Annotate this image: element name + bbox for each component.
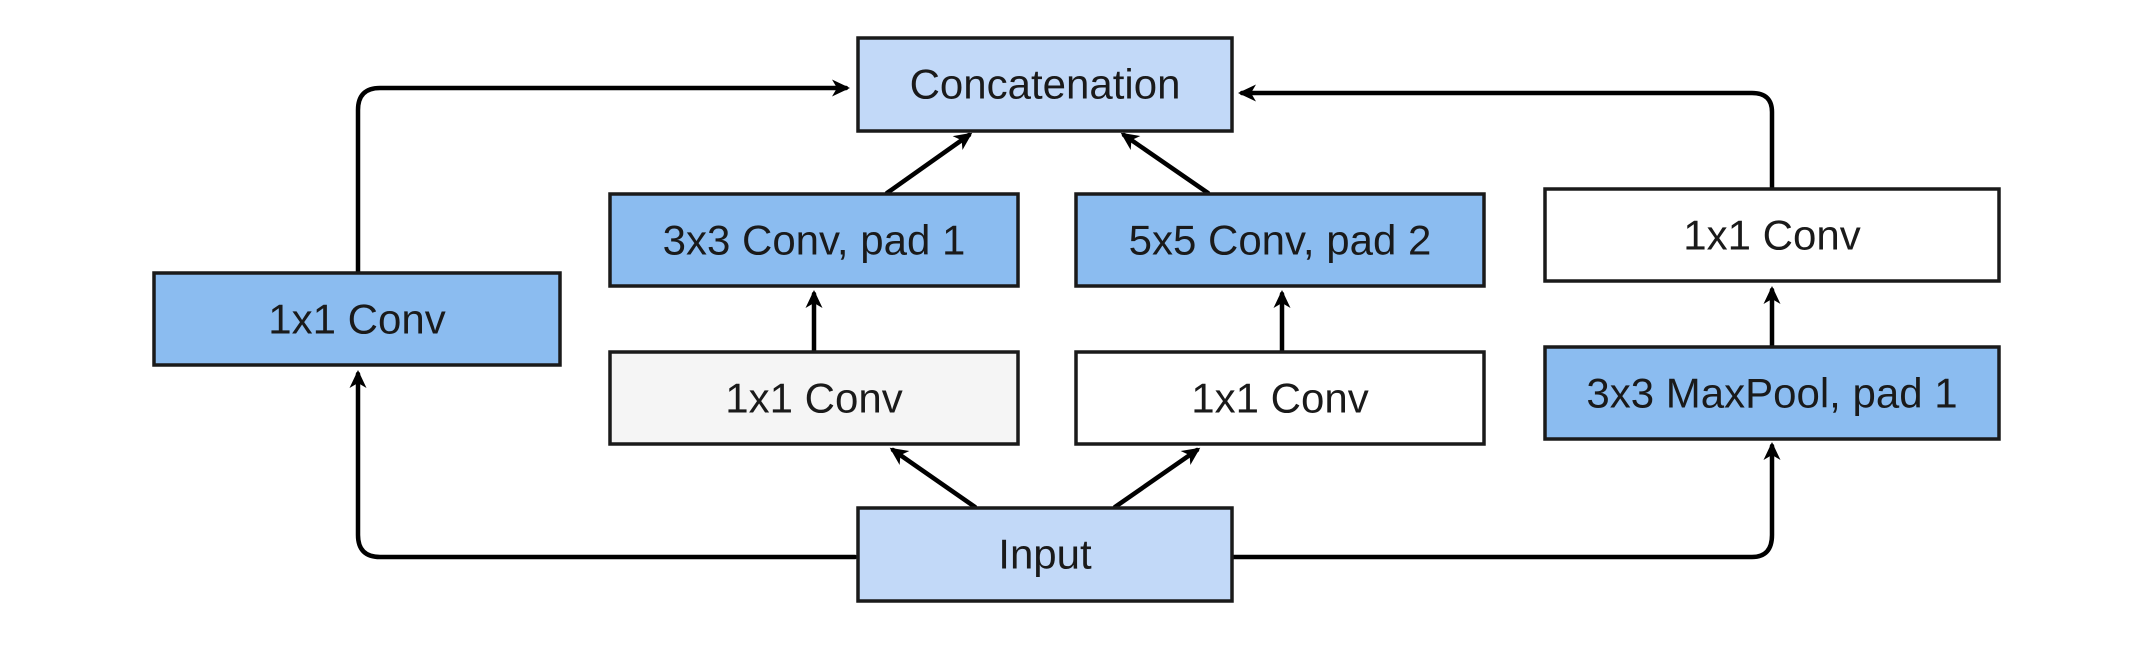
right-1x1-conv-box: 1x1 Conv (1543, 187, 2001, 283)
middle-right-1x1-conv-box: 1x1 Conv (1074, 350, 1486, 446)
left-1x1-conv-box: 1x1 Conv (152, 271, 562, 367)
middle-left-1x1-conv-box: 1x1 Conv (608, 350, 1020, 446)
input-label: Input (998, 531, 1092, 578)
input-to-conv1x1-a-arrow (890, 447, 978, 510)
middle-left-1x1-conv-box-rect (608, 350, 1020, 446)
left-1x1-conv-label: 1x1 Conv (268, 296, 445, 343)
maxpool-box-rect (1543, 345, 2001, 441)
maxpool-box: 3x3 MaxPool, pad 1 (1543, 345, 2001, 441)
input-to-maxpool-arrowhead (1763, 442, 1781, 460)
input-to-left-conv-arrow (355, 371, 858, 560)
maxpool-to-pool-conv-arrowhead (1763, 286, 1781, 304)
right-1x1-conv-label: 1x1 Conv (1683, 212, 1860, 259)
conv1x1-a-to-conv3x3-arrowhead (805, 290, 823, 308)
input-to-maxpool-arrow (1227, 443, 1775, 560)
middle-right-1x1-conv-box-rect (1074, 350, 1486, 446)
conv3x3-to-concat-arrowhead (952, 132, 973, 151)
pool-conv-to-concat-arrow (1239, 90, 1775, 191)
nodes: Concatenation Input 1x1 Conv 3x3 Conv, p… (152, 36, 2001, 603)
edges (355, 85, 1775, 560)
conv5x5-pad2-box: 5x5 Conv, pad 2 (1074, 192, 1486, 288)
conv5x5-pad2-box-rect (1074, 192, 1486, 288)
arrowheads (349, 79, 1781, 465)
conv5x5-to-concat-arrowhead (1120, 132, 1141, 150)
conv5x5-pad2-label: 5x5 Conv, pad 2 (1129, 217, 1432, 264)
conv3x3-pad1-label: 3x3 Conv, pad 1 (663, 217, 966, 264)
concatenation-box: Concatenation (856, 36, 1234, 133)
conv1x1-b-to-conv5x5-arrowhead (1273, 290, 1291, 308)
left-conv-to-concat-arrow (355, 85, 849, 275)
middle-left-1x1-conv-label: 1x1 Conv (725, 375, 902, 422)
right-1x1-conv-box-rect (1543, 187, 2001, 283)
maxpool-label: 3x3 MaxPool, pad 1 (1586, 370, 1957, 417)
input-to-conv1x1-b-arrow (1112, 447, 1200, 510)
concatenation-box-rect (856, 36, 1234, 133)
middle-right-1x1-conv-label: 1x1 Conv (1191, 375, 1368, 422)
conv3x3-pad1-box: 3x3 Conv, pad 1 (608, 192, 1020, 288)
pool-conv-to-concat-arrowhead (1238, 84, 1256, 102)
left-conv-to-concat-arrowhead (832, 79, 850, 97)
input-to-conv1x1-b-arrowhead (1180, 447, 1201, 465)
conv5x5-to-concat-arrow (1121, 132, 1211, 196)
input-box: Input (856, 506, 1234, 603)
concatenation-label: Concatenation (910, 61, 1181, 108)
input-box-rect (856, 506, 1234, 603)
conv3x3-to-concat-arrow (884, 132, 972, 196)
input-to-left-conv-arrowhead (349, 370, 367, 388)
left-1x1-conv-box-rect (152, 271, 562, 367)
input-to-conv1x1-a-arrowhead (889, 447, 910, 465)
conv3x3-pad1-box-rect (608, 192, 1020, 288)
